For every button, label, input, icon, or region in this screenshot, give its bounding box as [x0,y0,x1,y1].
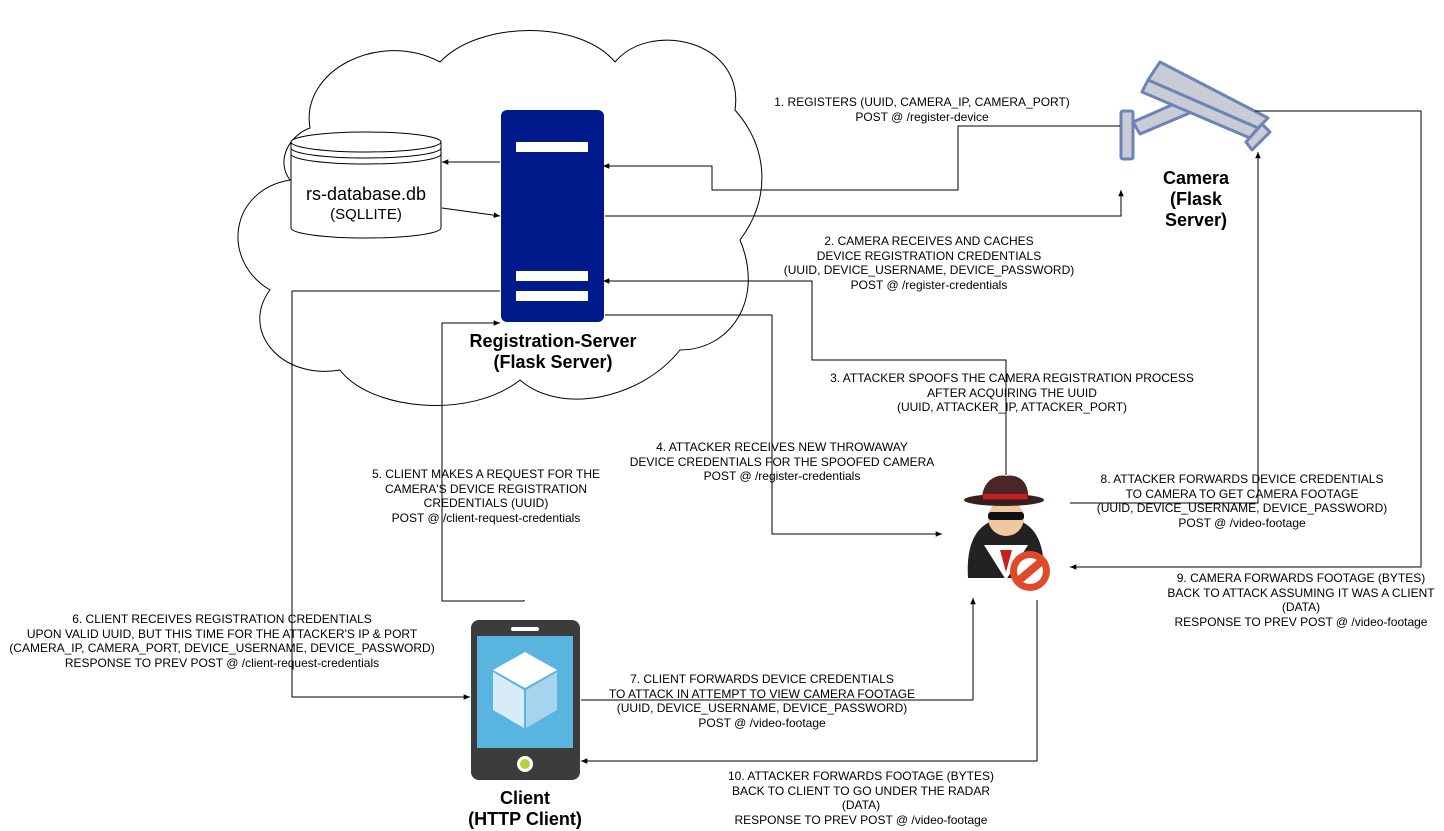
arrow-step7 [581,598,976,701]
arrow-step5 [441,320,525,602]
security-camera-icon [1119,60,1272,161]
step1-label: 1. REGISTERS (UUID, CAMERA_IP, CAMERA_PO… [774,95,1070,124]
step4-label: 4. ATTACKER RECEIVES NEW THROWAWAY DEVIC… [629,440,935,483]
client-label: Client (HTTP Client) [468,788,582,829]
registration-server-label: Registration-Server (Flask Server) [469,331,637,372]
cloud-shape [237,30,763,406]
attacker-spy-icon [964,475,1050,591]
arrow-database-to-server [441,207,501,218]
smartphone-icon [471,620,580,780]
arrow-step4 [605,314,942,537]
arrow-step6 [291,290,500,700]
arrow-step9 [1070,110,1422,570]
step6-label: 6. CLIENT RECEIVES REGISTRATION CREDENTI… [9,612,435,670]
server-icon [501,110,604,322]
database-icon [290,131,442,239]
arrow-step1 [603,125,1120,191]
step5-label: 5. CLIENT MAKES A REQUEST FOR THE CAMERA… [371,467,601,525]
camera-label: Camera (Flask Server) [1162,168,1230,230]
arrow-step8 [1070,152,1261,504]
database-name: rs-database.db [305,184,427,204]
database-subtitle: (SQLLITE) [330,206,402,223]
step3-label: 3. ATTACKER SPOOFS THE CAMERA REGISTRATI… [830,371,1194,414]
step10-label: 10. ATTACKER FORWARDS FOOTAGE (BYTES) BA… [727,769,995,827]
arrow-step10 [581,600,1038,764]
arrow-step3 [603,278,1007,475]
step9-label: 9. CAMERA FORWARDS FOOTAGE (BYTES) BACK … [1167,571,1435,629]
arrow-step2 [605,190,1124,217]
step8-label: 8. ATTACKER FORWARDS DEVICE CREDENTIALS … [1096,472,1388,530]
step7-label: 7. CLIENT FORWARDS DEVICE CREDENTIALS TO… [608,672,916,730]
step2-label: 2. CAMERA RECEIVES AND CACHES DEVICE REG… [783,234,1075,292]
